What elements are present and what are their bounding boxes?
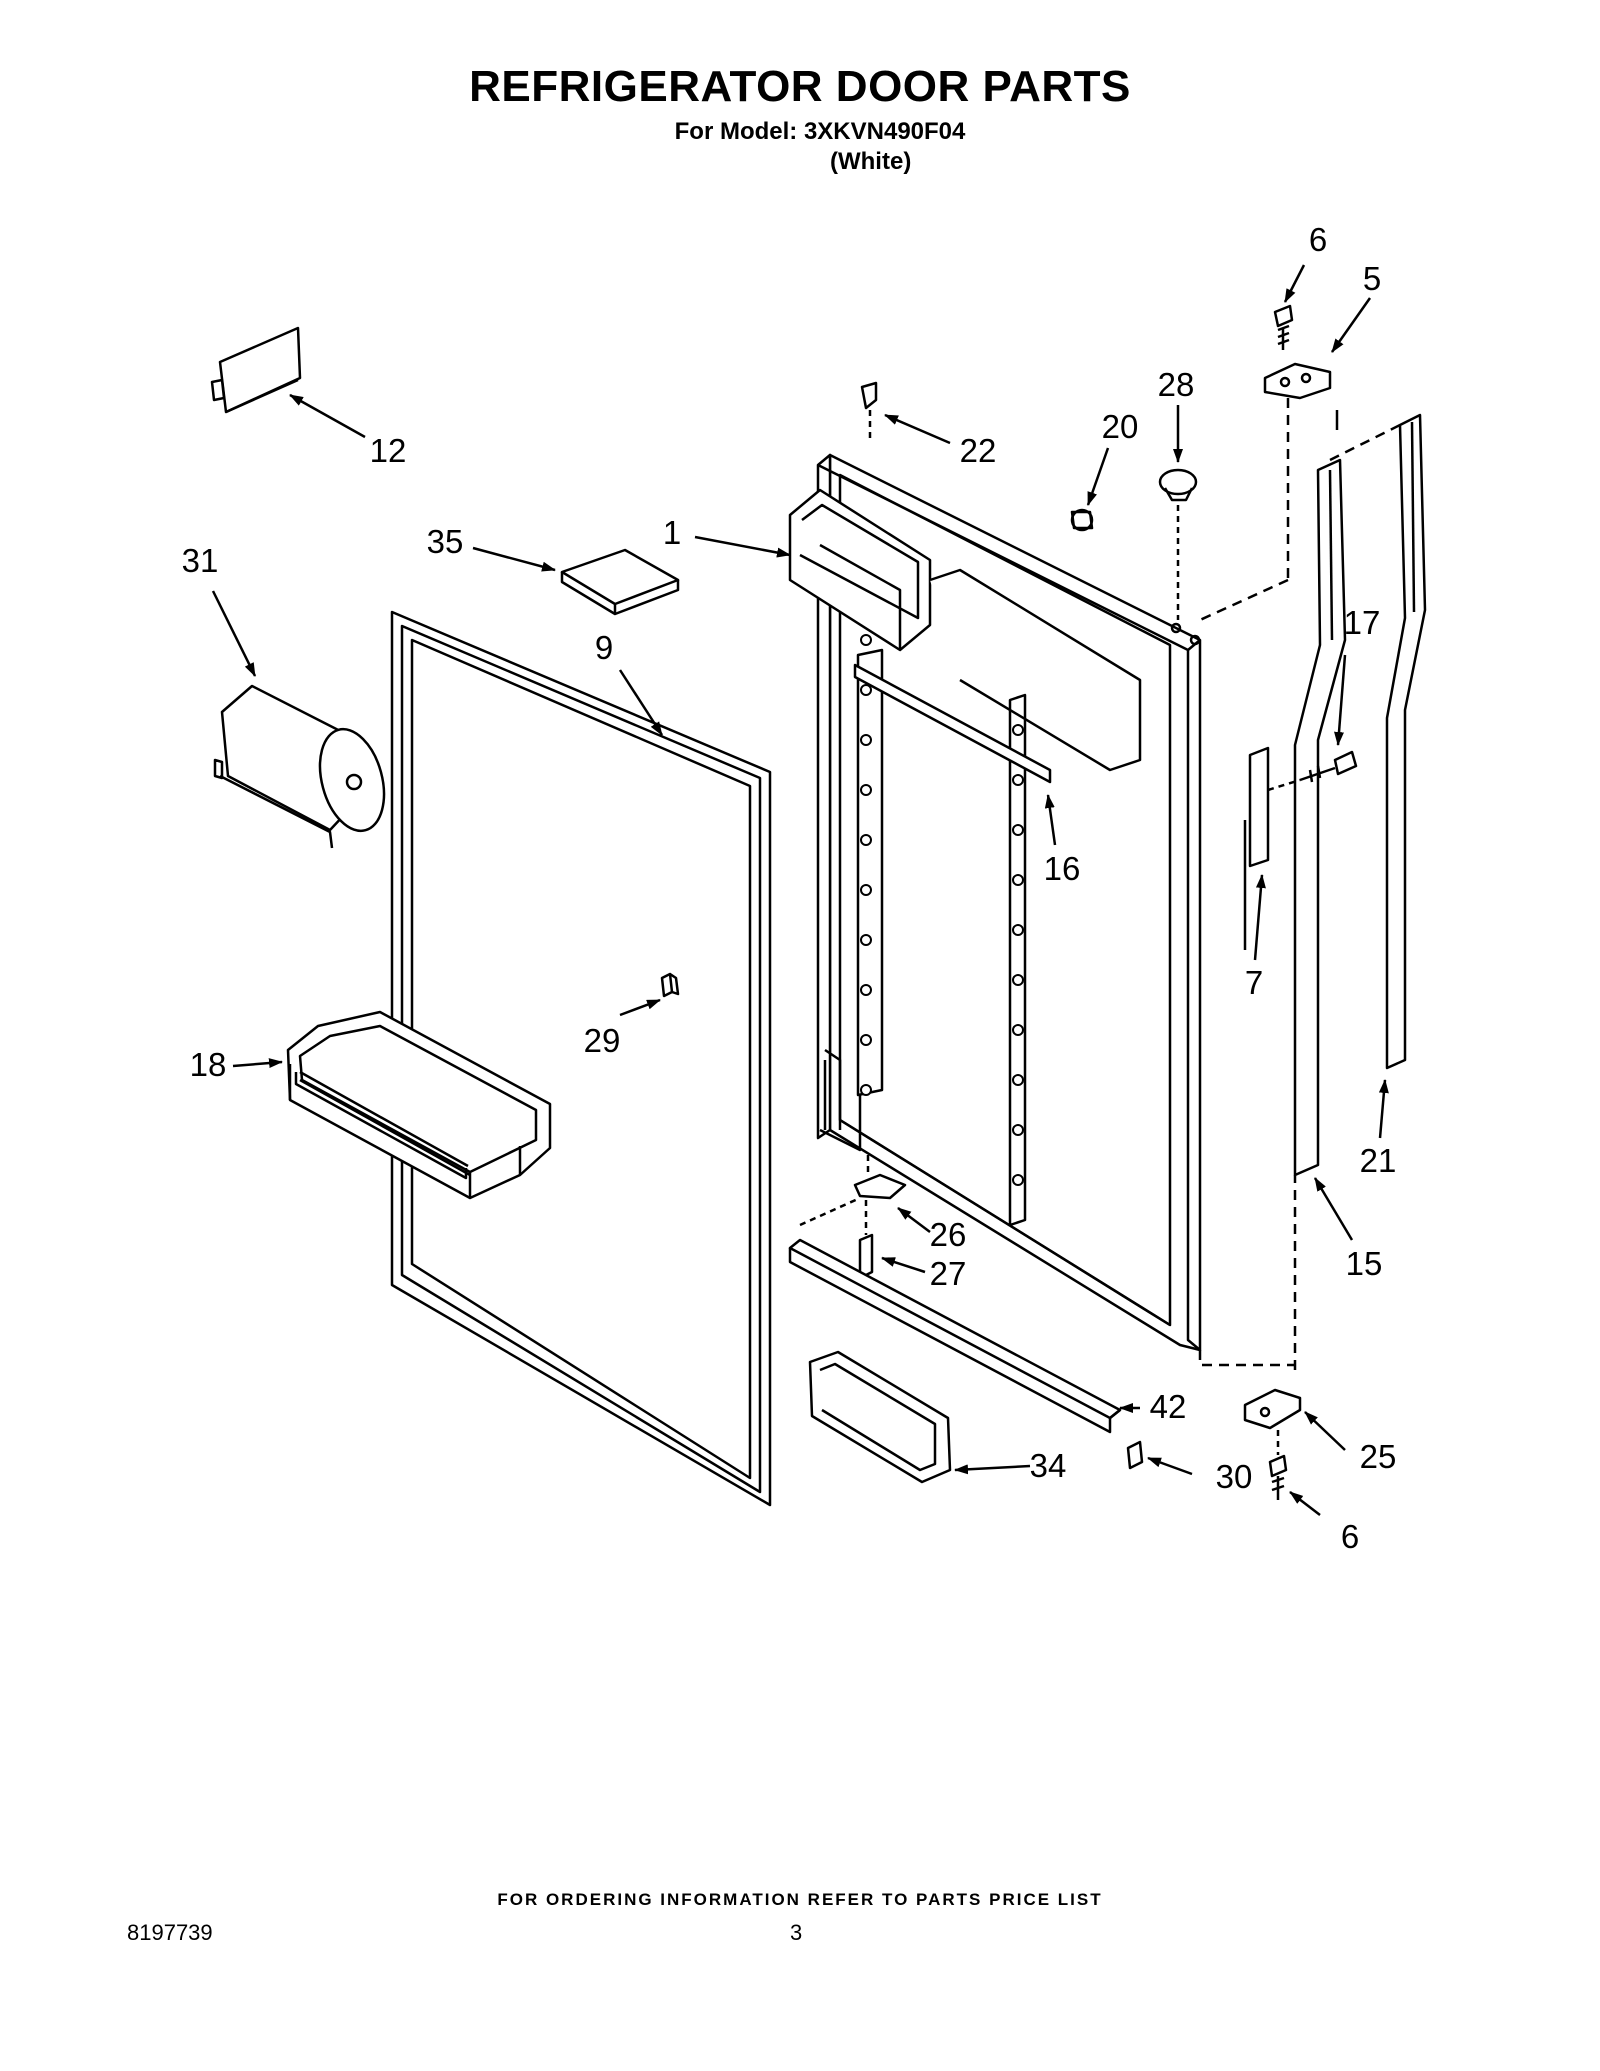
callout-16: 16 bbox=[1044, 850, 1081, 887]
document-number: 8197739 bbox=[127, 1920, 213, 1945]
part-17-drawing bbox=[1299, 750, 1358, 783]
part-15-drawing bbox=[1293, 458, 1347, 1177]
part-18-drawing bbox=[286, 1010, 552, 1200]
callout-26: 26 bbox=[930, 1216, 967, 1253]
part-28-drawing bbox=[1158, 468, 1201, 646]
part-35-drawing bbox=[560, 548, 680, 616]
callout-28: 28 bbox=[1158, 366, 1195, 403]
leader-22 bbox=[884, 413, 951, 445]
leader-12 bbox=[289, 393, 366, 439]
callout-31: 31 bbox=[182, 542, 219, 579]
callout-30: 30 bbox=[1216, 1458, 1253, 1495]
callout-5: 5 bbox=[1363, 260, 1381, 297]
leader-18 bbox=[232, 1058, 283, 1069]
callout-21: 21 bbox=[1360, 1142, 1397, 1179]
page-title: REFRIGERATOR DOOR PARTS bbox=[469, 62, 1131, 111]
part-29-drawing bbox=[660, 972, 680, 998]
part-34-drawing bbox=[808, 1350, 952, 1484]
part-26-drawing bbox=[853, 1150, 907, 1200]
leader-21 bbox=[1378, 1079, 1389, 1139]
leader-25 bbox=[1304, 1411, 1346, 1451]
callout-22: 22 bbox=[960, 432, 997, 469]
callout-15: 15 bbox=[1346, 1245, 1383, 1282]
part-1-door-liner-drawing bbox=[788, 453, 1202, 1352]
callout-29: 29 bbox=[584, 1022, 621, 1059]
callout-12: 12 bbox=[370, 432, 407, 469]
leader-6-bottom bbox=[1289, 1491, 1321, 1516]
part-25-drawing bbox=[1198, 1175, 1302, 1430]
part-21-drawing bbox=[1329, 413, 1427, 1070]
leader-9 bbox=[618, 669, 664, 736]
part-22-drawing bbox=[860, 381, 878, 440]
callout-7: 7 bbox=[1245, 964, 1263, 1001]
leader-5 bbox=[1330, 297, 1372, 353]
leader-26 bbox=[897, 1207, 931, 1233]
callout-1: 1 bbox=[663, 514, 681, 551]
callout-25: 25 bbox=[1360, 1438, 1397, 1475]
part-20-drawing bbox=[1070, 508, 1094, 532]
callout-9: 9 bbox=[595, 629, 613, 666]
leader-35 bbox=[472, 546, 556, 572]
callout-17: 17 bbox=[1344, 604, 1381, 641]
leader-6-top bbox=[1283, 264, 1306, 303]
part-27-drawing bbox=[858, 1200, 874, 1280]
part-6-lower-screw-drawing bbox=[1268, 1430, 1288, 1500]
part-30-drawing bbox=[1126, 1440, 1144, 1470]
callout-27: 27 bbox=[930, 1255, 967, 1292]
leader-34 bbox=[954, 1464, 1031, 1475]
callout-42: 42 bbox=[1150, 1388, 1187, 1425]
callout-18: 18 bbox=[190, 1046, 227, 1083]
callout-20: 20 bbox=[1102, 408, 1139, 445]
leader-30 bbox=[1147, 1456, 1193, 1476]
page-number: 3 bbox=[790, 1920, 803, 1945]
leader-15 bbox=[1313, 1177, 1354, 1241]
leader-29 bbox=[619, 998, 661, 1017]
part-12-drawing bbox=[210, 326, 302, 414]
part-6-upper-screw-drawing bbox=[1273, 304, 1294, 350]
callout-35: 35 bbox=[427, 523, 464, 560]
leader-27 bbox=[881, 1256, 926, 1274]
leader-31 bbox=[211, 590, 257, 677]
part-5-hinge-bracket-drawing bbox=[1199, 362, 1339, 622]
callout-6-top: 6 bbox=[1309, 221, 1327, 258]
leader-16 bbox=[1044, 794, 1057, 846]
color-line: (White) bbox=[830, 148, 912, 175]
leader-20 bbox=[1086, 447, 1110, 506]
callout-34: 34 bbox=[1030, 1447, 1067, 1484]
leader-1 bbox=[694, 535, 791, 558]
part-7-drawing bbox=[1243, 746, 1301, 950]
callout-6-bottom: 6 bbox=[1341, 1518, 1359, 1555]
model-line: For Model: 3XKVN490F04 bbox=[674, 118, 966, 145]
ordering-note: FOR ORDERING INFORMATION REFER TO PARTS … bbox=[497, 1890, 1103, 1909]
part-1-detents bbox=[860, 634, 1024, 1186]
part-31-drawing bbox=[213, 684, 386, 849]
leader-7 bbox=[1253, 874, 1266, 961]
leader-17 bbox=[1334, 654, 1347, 746]
